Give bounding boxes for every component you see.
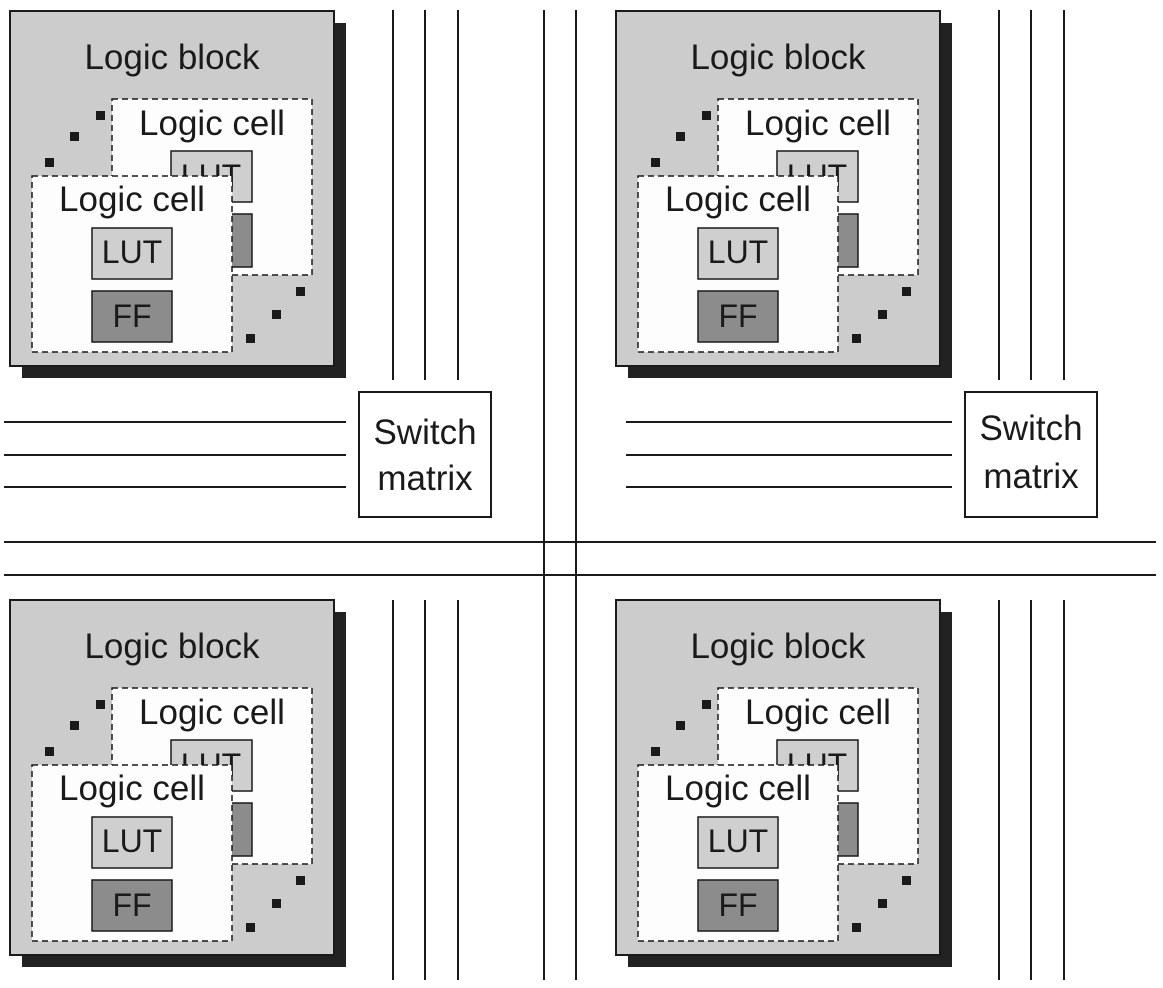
ff-box [91,879,173,932]
ellipsis-dot [676,132,685,141]
ellipsis-dot [70,132,79,141]
switch-matrix-label-line2: matrix [377,459,473,498]
ellipsis-dot [651,158,660,167]
ellipsis-dot [852,334,861,343]
logic-cell-title: Logic cell [139,104,285,143]
ellipsis-dot [246,334,255,343]
ff-box [697,290,779,343]
logic-cell-title: Logic cell [745,693,891,732]
ellipsis-dot [296,287,305,296]
logic-block-title: Logic block [690,627,866,666]
ellipsis-dot [902,287,911,296]
lut-box [91,816,173,869]
lut-label: LUT [708,823,768,859]
logic-cell-title: Logic cell [665,180,811,219]
ellipsis-dot [96,700,105,709]
logic-cell-title: Logic cell [745,104,891,143]
lut-label: LUT [102,823,162,859]
switch-matrix: Switch matrix [358,391,492,518]
ellipsis-dot [878,899,887,908]
ellipsis-dot [702,111,711,120]
logic-block-title: Logic block [690,38,866,77]
lut-box [91,227,173,280]
ellipsis-dot [272,899,281,908]
ff-label: FF [718,887,757,923]
switch-matrix-label-line1: Switch [373,413,476,452]
switch-matrix-box [964,391,1098,518]
ff-label: FF [112,298,151,334]
ellipsis-dot [45,158,54,167]
lut-box [697,227,779,280]
logic-cell-title: Logic cell [665,769,811,808]
logic-block-title: Logic block [84,627,260,666]
switch-matrix-label-line1: Switch [979,409,1082,448]
ellipsis-dot [902,876,911,885]
ellipsis-dot [878,310,887,319]
logic-cell-title: Logic cell [59,180,205,219]
ff-label: FF [112,887,151,923]
ellipsis-dot [70,721,79,730]
lut-box [697,816,779,869]
ff-box [697,879,779,932]
ellipsis-dot [246,923,255,932]
switch-matrix-label-line2: matrix [983,457,1079,496]
switch-matrix: Switch matrix [964,391,1098,518]
ellipsis-dot [651,747,660,756]
ff-box [91,290,173,343]
logic-cell-title: Logic cell [139,693,285,732]
lut-label: LUT [102,234,162,270]
ellipsis-dot [272,310,281,319]
switch-matrix-box [358,391,492,518]
ellipsis-dot [96,111,105,120]
ellipsis-dot [852,923,861,932]
ellipsis-dot [676,721,685,730]
lut-label: LUT [708,234,768,270]
ellipsis-dot [702,700,711,709]
ff-label: FF [718,298,757,334]
routing-wires [4,10,1156,980]
logic-cell-title: Logic cell [59,769,205,808]
ellipsis-dot [45,747,54,756]
logic-block-title: Logic block [84,38,260,77]
ellipsis-dot [296,876,305,885]
